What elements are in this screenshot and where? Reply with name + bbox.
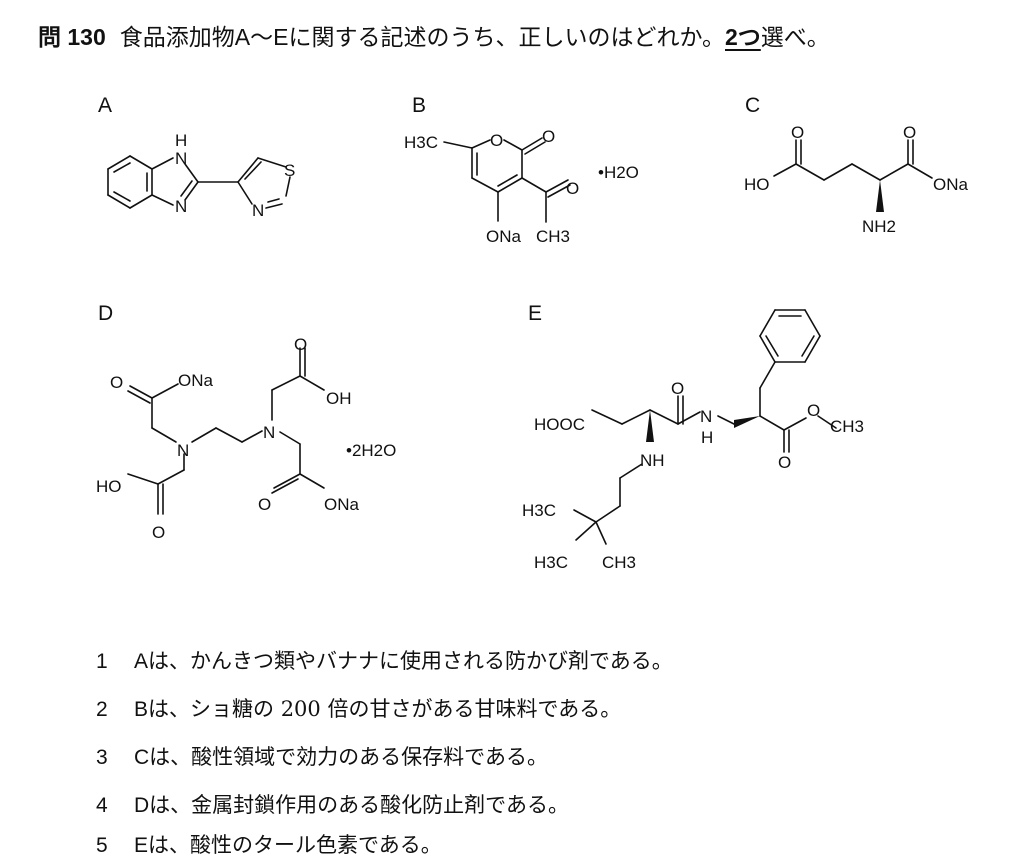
structure-d-label-n1: N — [177, 441, 189, 460]
structure-b-label-h3c: H3C — [404, 133, 438, 152]
structure-d-label-o4: O — [152, 523, 165, 542]
structure-e-label-o-carbonyl: O — [778, 453, 791, 472]
option-5[interactable]: 5 Eは、酸性のタール色素である。 — [96, 829, 442, 859]
question-text-middle: に関する記述のうち、正しいのはどれか。 — [288, 25, 725, 51]
structure-e-label-hooc: HOOC — [534, 415, 585, 434]
option-text: は、酸性のタール色素である。 — [148, 833, 442, 857]
option-number: 1 — [96, 650, 108, 673]
structure-letter-a: A — [98, 94, 113, 117]
structure-d-label-oh: OH — [326, 389, 352, 408]
option-letter: C — [134, 746, 150, 769]
structure-d-label-o1: O — [110, 373, 123, 392]
edta-bonds — [127, 347, 325, 515]
question-text-after: 選べ。 — [760, 25, 830, 51]
phenyl-ring — [759, 309, 821, 363]
structure-c-label-o2: O — [903, 123, 916, 142]
option-1[interactable]: 1 Aは、かんきつ類やバナナに使用される防かび剤である。 — [96, 645, 673, 675]
structure-d-label-o3: O — [258, 495, 271, 514]
wedge-bond — [876, 180, 884, 212]
option-number: 2 — [96, 698, 108, 721]
structure-b-label-o-acetyl: O — [566, 179, 579, 198]
option-text: は、ショ糖の 200 倍の甘さがある甘味料である。 — [148, 697, 622, 721]
structure-e-label-n-amide: N — [700, 407, 712, 426]
option-4[interactable]: 4 Dは、金属封鎖作用のある酸化防止剤である。 — [96, 789, 569, 819]
structure-d-drawing: O ONa O OH N N •2H2O HO O ONa O — [96, 335, 396, 542]
structure-e-label-ch3: CH3 — [830, 417, 864, 436]
structure-d-label-n2: N — [263, 423, 275, 442]
option-letter: B — [134, 698, 149, 721]
pyranone-bonds — [443, 137, 571, 223]
structure-b-drawing: H3C O O •H2O O ONa CH3 — [404, 127, 639, 246]
structure-b-label-o-ring: O — [490, 131, 503, 150]
structure-letter-b: B — [412, 94, 427, 117]
option-letter: E — [134, 834, 149, 857]
structure-e-label-o1: O — [671, 379, 684, 398]
structure-e-label-h-amide: H — [701, 428, 713, 447]
structure-a-label-n2: N — [175, 197, 187, 216]
glutamate-bonds — [773, 139, 933, 212]
option-text: は、金属封鎖作用のある酸化防止剤である。 — [149, 793, 569, 817]
structure-letter-c: C — [745, 94, 761, 117]
structure-e-label-o-ester: O — [807, 401, 820, 420]
question-number: 問 130 — [38, 24, 106, 50]
structure-d-label-ona1: ONa — [178, 371, 214, 390]
structure-e-label-h3c-1: H3C — [522, 501, 556, 520]
benzimidazole-bonds — [107, 155, 291, 209]
structure-a-label-h: H — [175, 131, 187, 150]
question-text-before: 食品添加物 — [119, 25, 235, 51]
structure-c-label-o1: O — [791, 123, 804, 142]
structure-c-label-ona: ONa — [933, 175, 969, 194]
structure-letter-e: E — [528, 302, 543, 325]
structure-a-label-n1: N — [175, 149, 187, 168]
structure-d-label-o2: O — [294, 335, 307, 354]
wedge-bond-phe — [734, 416, 760, 428]
structure-c-label-nh2: NH2 — [862, 217, 896, 236]
structure-c-drawing: O HO O ONa NH2 — [744, 123, 969, 236]
structure-letter-d: D — [98, 302, 114, 325]
structure-e-label-h3c-2: H3C — [534, 553, 568, 572]
structure-e-label-ch3-2: CH3 — [602, 553, 636, 572]
structure-a-label-n3: N — [252, 201, 264, 220]
question-stem: 問 130 食品添加物A～Eに関する記述のうち、正しいのはどれか。2つ選べ。 — [38, 18, 830, 52]
option-text: は、酸性領域で効力のある保存料である。 — [149, 745, 548, 769]
structure-b-label-water: •H2O — [598, 163, 639, 182]
option-number: 3 — [96, 746, 108, 769]
structure-a-drawing: H N N S N — [107, 131, 295, 220]
structure-d-label-ona2: ONa — [324, 495, 360, 514]
option-3[interactable]: 3 Cは、酸性領域で効力のある保存料である。 — [96, 741, 548, 771]
structure-c-label-ho: HO — [744, 175, 770, 194]
structure-d-label-ho: HO — [96, 477, 122, 496]
option-number: 5 — [96, 834, 108, 857]
option-2[interactable]: 2 Bは、ショ糖の 200 倍の甘さがある甘味料である。 — [96, 693, 621, 723]
structure-e-drawing: O HOOC N H O CH3 O NH H3C H3C CH3 — [522, 309, 864, 572]
option-text: は、かんきつ類やバナナに使用される防かび剤である。 — [148, 649, 673, 673]
structure-b-label-ch3: CH3 — [536, 227, 570, 246]
option-letter: A — [134, 650, 149, 673]
question-range: A～E — [234, 24, 289, 50]
option-number: 4 — [96, 794, 108, 817]
structure-b-label-ona: ONa — [486, 227, 522, 246]
structure-b-label-o-carbonyl: O — [542, 127, 555, 146]
structure-a-label-s: S — [284, 161, 295, 180]
peptide-bonds — [573, 361, 837, 545]
option-letter: D — [134, 794, 150, 817]
question-count: 2つ — [725, 24, 761, 50]
wedge-bond-asp — [646, 410, 654, 442]
structure-d-label-water: •2H2O — [346, 441, 396, 460]
structure-e-label-nh: NH — [640, 451, 665, 470]
